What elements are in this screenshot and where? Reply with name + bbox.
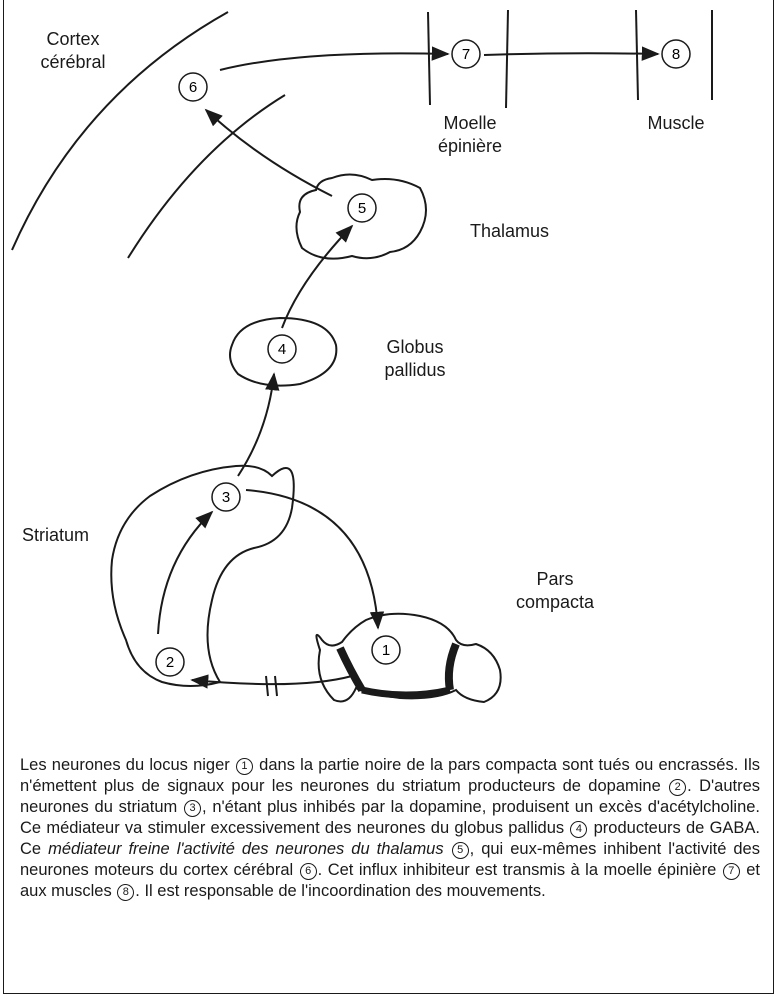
caption-ref-7: 7 [723,863,740,880]
moelle-line-left [428,12,430,105]
caption-ref-5: 5 [452,842,469,859]
arrow-4-to-5 [282,226,352,328]
arrow-3-to-4 [238,374,274,476]
node-label-3: 3 [222,489,230,506]
node-label-1: 1 [382,642,390,659]
arrow-1-to-2-block-mark-b [275,676,277,696]
pars-compacta-label: Pars compacta [505,568,605,614]
arrow-1-to-2 [192,676,352,684]
caption-ref-3: 3 [184,800,201,817]
moelle-label-line2: épinière [420,135,520,158]
striatum-label: Striatum [22,524,89,547]
pars-compacta-dark-band-left [340,648,362,690]
moelle-label-line1: Moelle [420,112,520,135]
arrow-7-to-8 [484,53,658,55]
cortex-inner-arc [128,95,285,258]
cortex-label-line1: Cortex [22,28,124,51]
caption-ref-2: 2 [669,779,686,796]
arrow-2-to-3 [158,512,212,634]
caption-seg-9: . Il est responsable de l'incoordination… [135,882,545,900]
arrow-5-to-6 [206,110,332,196]
muscle-label: Muscle [626,112,726,135]
caption-seg-7: . Cet influx inhibiteur est transmis à l… [318,861,717,879]
globus-label-line2: pallidus [365,359,465,382]
striatum-outer-shape [111,466,294,686]
moelle-label: Moelle épinière [420,112,520,158]
arrow-6-to-7 [220,53,448,70]
pars-compacta-dark-band-right [449,644,456,690]
globus-label: Globus pallidus [365,336,465,382]
node-label-6: 6 [189,79,197,96]
cortex-label-line2: cérébral [22,51,124,74]
pars-compacta-label-line1: Pars [505,568,605,591]
node-label-8: 8 [672,46,680,63]
caption-ref-4: 4 [570,821,587,838]
node-label-2: 2 [166,654,174,671]
caption-text: Les neurones du locus niger 1 dans la pa… [20,755,760,902]
striatum-label-text: Striatum [22,524,89,547]
caption-seg-5-italic: médiateur freine l'activité des neurones… [48,840,444,858]
thalamus-label-text: Thalamus [470,220,549,243]
caption-ref-6: 6 [300,863,317,880]
arrow-3-to-1 [246,490,378,628]
caption-ref-8: 8 [117,884,134,901]
caption-seg-1: Les neurones du locus niger [20,756,230,774]
caption-ref-1: 1 [236,758,253,775]
globus-label-line1: Globus [365,336,465,359]
muscle-label-text: Muscle [626,112,726,135]
muscle-line-left [636,10,638,100]
node-label-5: 5 [358,200,366,217]
moelle-line-right [506,10,508,108]
node-label-7: 7 [462,46,470,63]
arrow-1-to-2-block-mark-a [266,676,268,696]
cortex-label: Cortex cérébral [22,28,124,74]
node-label-4: 4 [278,341,286,358]
pars-compacta-dark-band-bottom [362,690,450,695]
pars-compacta-label-line2: compacta [505,591,605,614]
thalamus-label: Thalamus [470,220,549,243]
